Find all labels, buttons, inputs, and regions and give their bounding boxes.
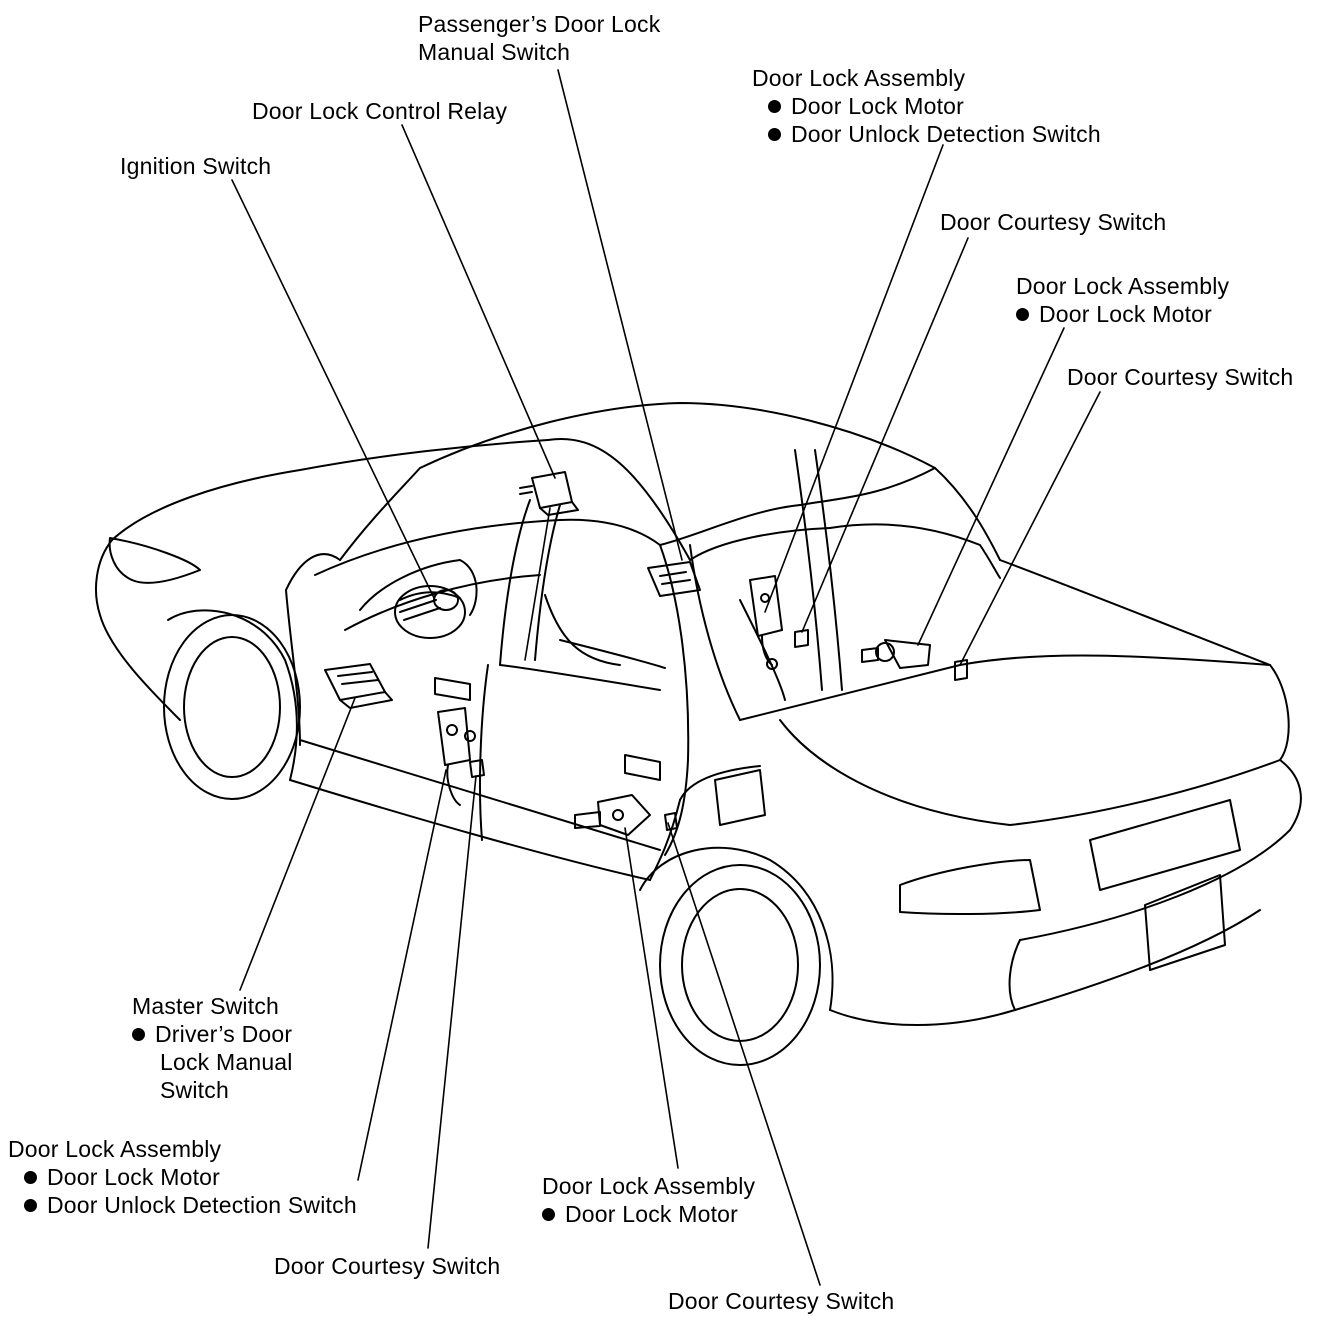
label-item: Door Lock Motor — [542, 1200, 755, 1228]
car-body-outline — [95, 402, 1302, 1066]
label-door-courtesy-switch-lower-1: Door Courtesy Switch — [274, 1252, 500, 1280]
label-master-switch: Master Switch Driver’s Door Lock Manual … — [132, 992, 293, 1104]
label-door-lock-assembly-right: Door Lock Assembly Door Lock Motor — [1016, 272, 1229, 328]
label-text: Switch — [160, 1077, 229, 1103]
label-item: Door Lock Motor — [752, 92, 1101, 120]
label-text: Passenger’s Door Lock — [418, 11, 661, 37]
label-text: Manual Switch — [418, 39, 571, 65]
passenger-door-lock-manual-switch — [647, 561, 701, 597]
rear-left-door-lock-assembly — [574, 794, 651, 836]
front-left-door-courtesy-switch — [469, 759, 485, 778]
label-title: Door Lock Assembly — [752, 65, 966, 91]
label-text: Door Courtesy Switch — [940, 209, 1167, 235]
ignition-switch — [399, 589, 459, 621]
label-text: Lock Manual — [160, 1049, 293, 1075]
label-door-lock-assembly-rear-right: Door Lock Assembly Door Lock Motor Door … — [752, 64, 1101, 148]
label-door-courtesy-switch-upper-2: Door Courtesy Switch — [1067, 363, 1293, 391]
rear-right-door-lock-assembly — [861, 639, 931, 669]
label-door-lock-control-relay: Door Lock Control Relay — [252, 97, 507, 125]
label-text: Door Courtesy Switch — [1067, 364, 1294, 390]
bullet-icon — [768, 128, 781, 141]
label-title: Door Lock Assembly — [8, 1136, 222, 1162]
bullet-icon — [1016, 308, 1029, 321]
label-item: Door Unlock Detection Switch — [8, 1191, 357, 1219]
leader-lines — [231, 69, 1101, 1286]
label-text: Ignition Switch — [120, 153, 272, 179]
label-text: Door Courtesy Switch — [274, 1253, 501, 1279]
label-text: Door Lock Control Relay — [252, 98, 508, 124]
bullet-icon — [542, 1208, 555, 1221]
label-ignition-switch: Ignition Switch — [120, 152, 271, 180]
label-item: Door Lock Motor — [1016, 300, 1229, 328]
bullet-icon — [132, 1028, 145, 1041]
front-left-door-lock-assembly — [437, 707, 476, 806]
label-door-courtesy-switch-upper-1: Door Courtesy Switch — [940, 208, 1166, 236]
label-title: Door Lock Assembly — [1016, 273, 1230, 299]
label-item: Driver’s Door — [132, 1020, 293, 1048]
label-title: Master Switch — [132, 993, 280, 1019]
master-switch — [324, 663, 393, 709]
right-door-lock-assembly — [749, 575, 783, 670]
bullet-icon — [24, 1199, 37, 1212]
label-passenger-door-lock-manual-switch: Passenger’s Door Lock Manual Switch — [418, 10, 660, 66]
label-door-courtesy-switch-lower-2: Door Courtesy Switch — [668, 1287, 894, 1315]
label-title: Door Lock Assembly — [542, 1173, 756, 1199]
bullet-icon — [768, 100, 781, 113]
label-text: Door Courtesy Switch — [668, 1288, 895, 1314]
label-item: Door Lock Motor — [8, 1163, 357, 1191]
right-door-courtesy-switch — [794, 629, 809, 648]
label-item: Door Unlock Detection Switch — [752, 120, 1101, 148]
bullet-icon — [24, 1171, 37, 1184]
label-door-lock-assembly-rear-left: Door Lock Assembly Door Lock Motor — [542, 1172, 755, 1228]
door-lock-control-relay — [519, 471, 579, 516]
rear-left-door-courtesy-switch — [664, 812, 678, 831]
label-door-lock-assembly-front-left: Door Lock Assembly Door Lock Motor Door … — [8, 1135, 357, 1219]
